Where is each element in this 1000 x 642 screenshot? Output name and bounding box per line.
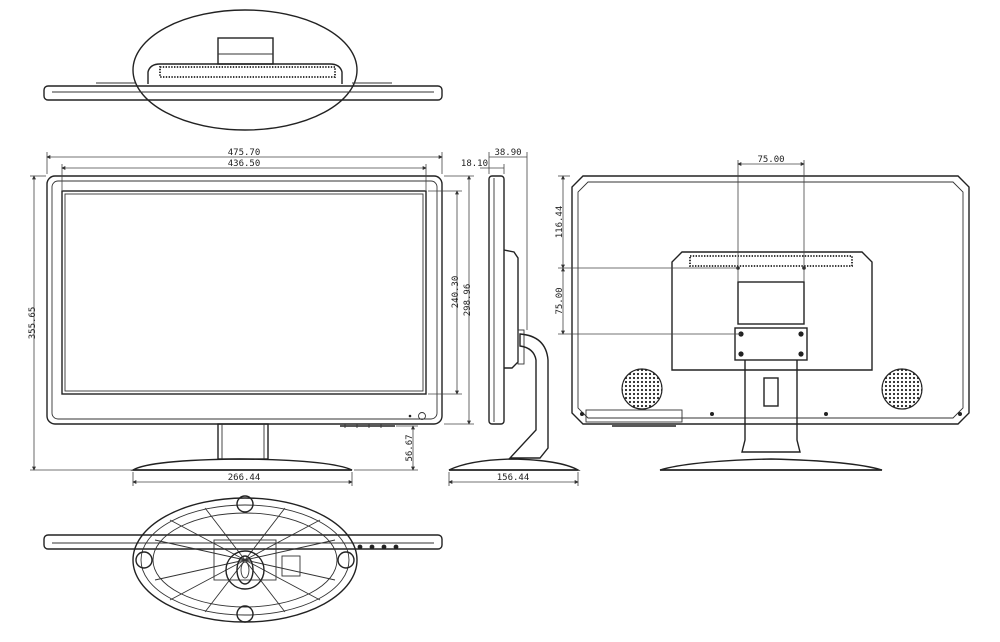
bottom-view [43,495,443,623]
rear-view: 75.00 116.44 75.00 [555,155,970,471]
dim-stand-neck-height: 56.67 [405,434,415,461]
dim-overall-height: 355.65 [28,307,38,340]
dim-screen-height: 240.30 [451,276,461,309]
dim-total-depth: 38.90 [494,148,521,158]
dim-overall-width: 475.70 [228,148,261,158]
side-view: 38.90 18.10 156.44 [448,148,581,486]
right-speaker-grille [881,368,923,410]
dim-vesa-vertical: 75.00 [555,287,565,314]
dim-base-depth: 156.44 [497,473,530,483]
left-speaker-grille [621,368,663,410]
dim-vesa-horizontal: 75.00 [757,155,784,165]
dim-panel-height: 298.96 [463,284,473,317]
dim-bezel-depth: 18.10 [461,159,488,169]
dim-vesa-offset: 116.44 [555,206,565,239]
front-view: 475.70 436.50 240.30 298.96 355.65 56.67… [28,148,474,486]
dim-base-width: 266.44 [228,473,261,483]
dim-screen-width: 436.50 [228,159,261,169]
top-view [43,9,443,131]
